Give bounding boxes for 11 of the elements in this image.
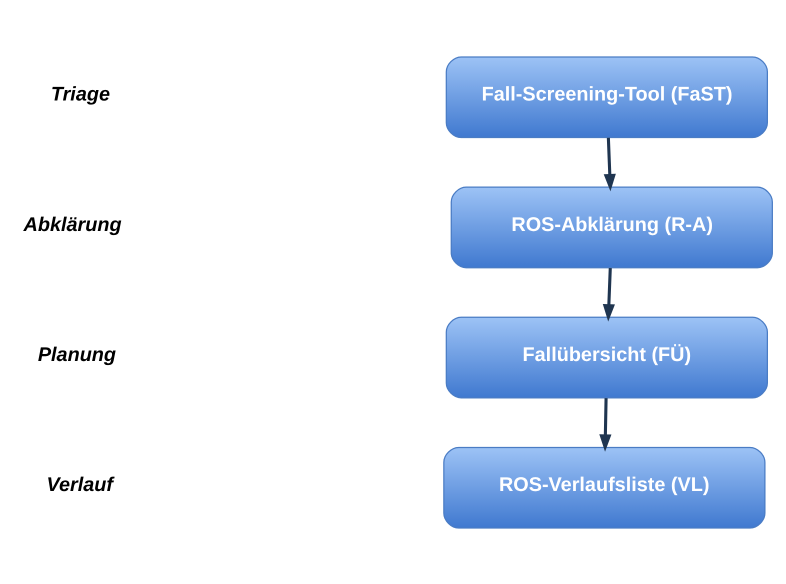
label: Planung	[38, 344, 116, 366]
node-box: ROS-Abklärung (R-A)	[450, 186, 773, 268]
node-box: Fallübersicht (FÜ)	[446, 316, 768, 398]
node-box: ROS-Verlaufsliste (VL)	[443, 446, 766, 528]
label: Triage	[50, 83, 110, 106]
arrow	[602, 267, 615, 322]
arrow	[604, 137, 616, 191]
arrow	[599, 398, 612, 452]
label: Verlauf	[46, 474, 113, 496]
node-box: Fall-Screening-Tool (FaST)	[446, 56, 768, 138]
label: Abklärung	[24, 213, 122, 236]
